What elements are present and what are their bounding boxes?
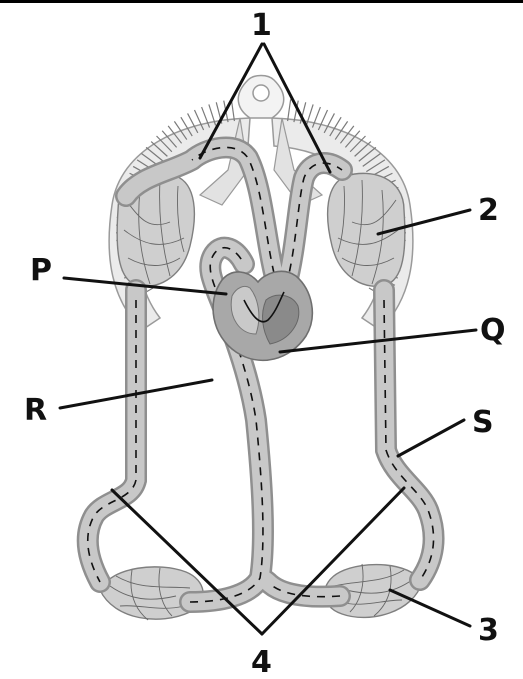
label-3: 3: [478, 613, 499, 648]
label-q: Q: [480, 313, 506, 348]
label-s: S: [472, 405, 494, 440]
label-1: 1: [251, 8, 272, 43]
leader-s: [398, 420, 464, 456]
label-r: R: [24, 393, 47, 428]
label-2: 2: [478, 193, 499, 228]
rib-hatch-line: [288, 99, 291, 121]
trachea-ring: [253, 85, 269, 101]
label-4: 4: [251, 645, 272, 679]
label-p: P: [30, 253, 52, 288]
